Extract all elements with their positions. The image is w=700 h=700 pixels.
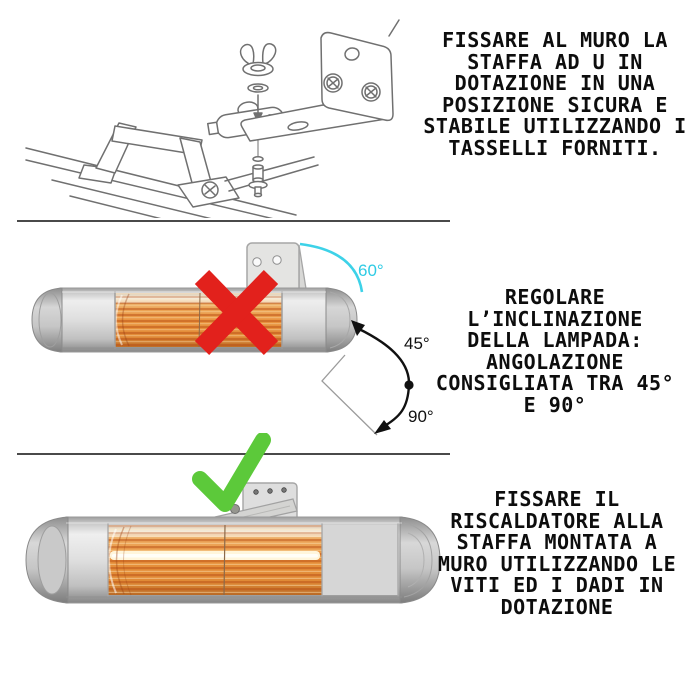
instruction-line: E 90°: [523, 392, 587, 417]
bracket-hole: [272, 255, 282, 265]
red-x-icon: [194, 270, 279, 355]
bracket-hole: [252, 257, 262, 267]
step3-mounted-heater: [25, 433, 441, 604]
instruction-line: FISSARE AL MURO LA: [442, 28, 668, 52]
angle-label-45: 45°: [404, 334, 430, 353]
l-bracket-icon: [240, 19, 400, 142]
arrowhead-icon: [374, 420, 391, 434]
arrowhead-icon: [351, 320, 365, 336]
instruction-line: FISSARE IL: [494, 487, 620, 511]
wing-nut-icon: [239, 43, 277, 77]
instruction-line: MURO UTILIZZANDO LE: [437, 551, 677, 576]
section-divider-2: [17, 453, 450, 455]
screw-icon: [281, 487, 287, 493]
step2-angle-diagram: 60° 45° 90°: [31, 242, 434, 436]
angle-arc-45-90: [351, 320, 414, 434]
step1-bracket-exploded-drawing: [25, 19, 400, 218]
instruction-line: STAFFA MONTATA A: [456, 530, 658, 554]
angle-arc-60: [299, 242, 364, 293]
instruction-line: VITI ED I DADI IN: [450, 573, 664, 597]
screw-icon: [253, 489, 259, 495]
instruction-line: DELLA LAMPADA:: [467, 328, 643, 352]
step3-instruction: FISSARE IL RISCALDATORE ALLA STAFFA MONT…: [414, 487, 700, 619]
bolt-icon: [248, 164, 268, 198]
instruction-line: RISCALDATORE ALLA: [450, 508, 664, 533]
step1-instruction: FISSARE AL MURO LA STAFFA AD U IN DOTAZI…: [412, 28, 698, 160]
bracket-hole: [344, 47, 360, 61]
instruction-line: REGOLARE: [504, 285, 606, 309]
u-bracket-icon: [78, 122, 240, 208]
angle-label-60: 60°: [358, 261, 384, 280]
instruction-line: POSIZIONE SICURA E: [442, 92, 668, 117]
heater-lamp: [31, 287, 358, 353]
support-arm: [224, 156, 319, 192]
instruction-line: STAFFA AD U IN: [467, 49, 643, 74]
heater-lamp-large: [25, 516, 441, 604]
instruction-line: DOTAZIONE IN UNA: [454, 71, 656, 95]
instruction-line: CONSIGLIATA TRA 45°: [435, 371, 675, 395]
instruction-line: STABILE UTILIZZANDO I: [423, 114, 687, 138]
green-check-icon: [192, 433, 271, 512]
step2-instruction: REGOLARE L’INCLINAZIONE DELLA LAMPADA: A…: [412, 285, 698, 417]
instruction-line: DOTAZIONE: [500, 594, 614, 619]
wall-surface-lines: [25, 147, 297, 218]
angle-label-90: 90°: [408, 407, 434, 426]
instruction-line: TASSELLI FORNITI.: [448, 135, 662, 160]
slot-hole: [287, 121, 309, 131]
instruction-line: ANGOLAZIONE: [486, 349, 624, 374]
section-divider-1: [17, 220, 450, 222]
screw-icon: [267, 488, 273, 494]
washer-icon: [247, 83, 269, 93]
angle-dot: [404, 380, 414, 390]
angle-vertex-lines: [321, 354, 378, 436]
instruction-line: L’INCLINAZIONE: [467, 306, 643, 331]
